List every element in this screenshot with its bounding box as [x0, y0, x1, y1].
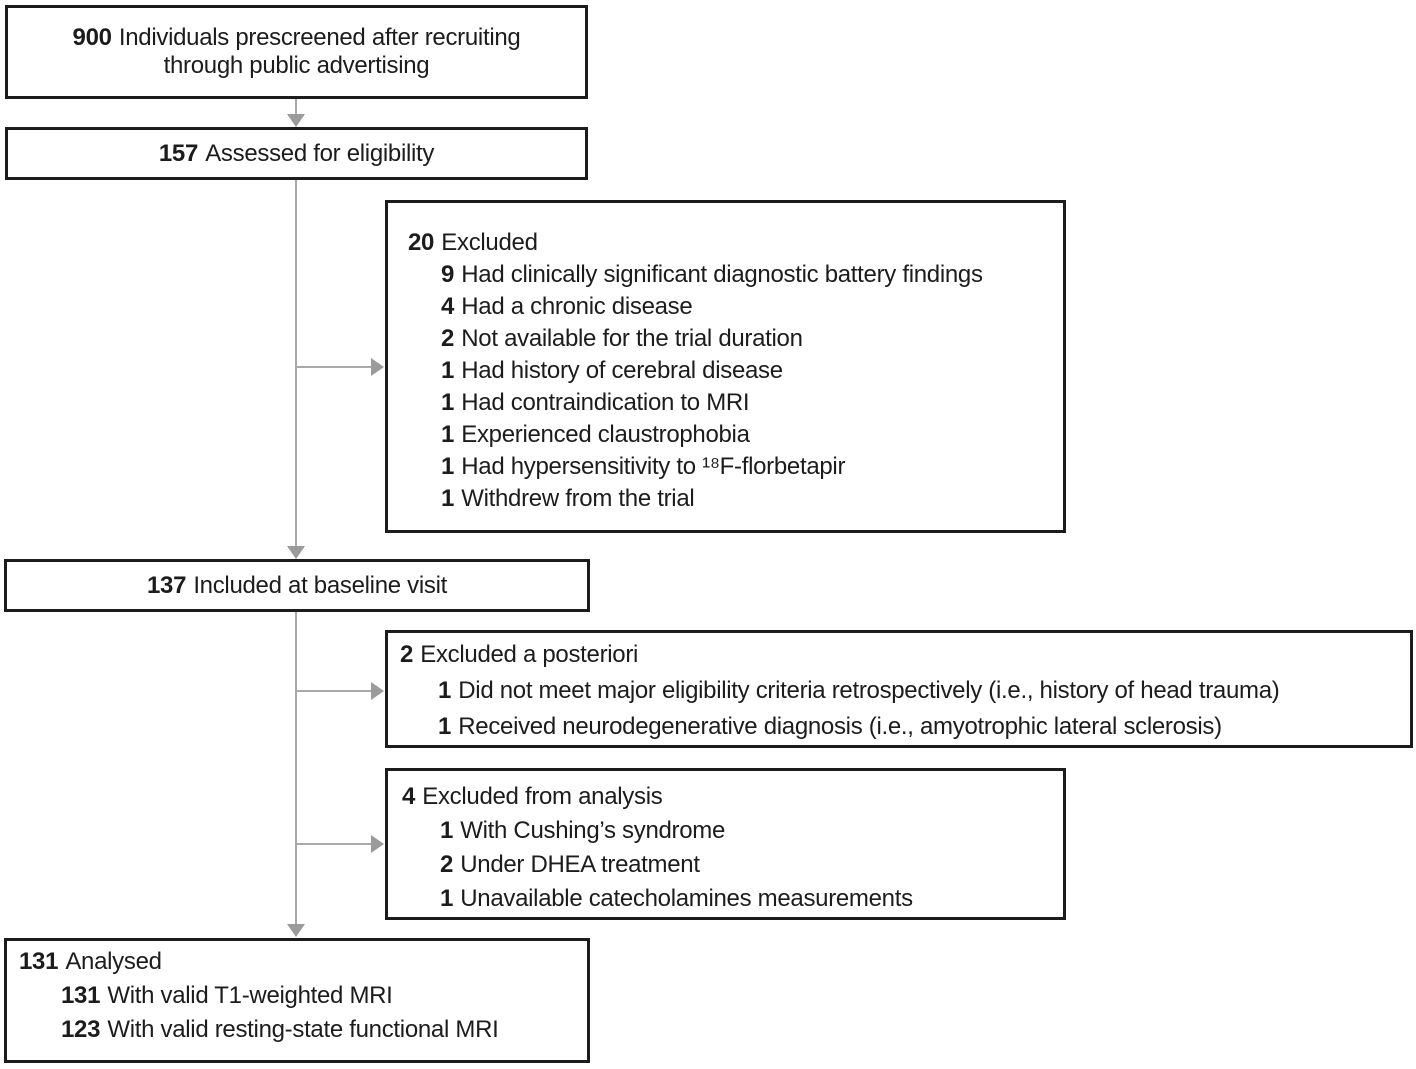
- item-label: Had clinically significant diagnostic ba…: [461, 261, 983, 288]
- excluded-analysis-label: Excluded from analysis: [422, 783, 663, 810]
- prescreened-count: 900: [72, 24, 112, 51]
- item-label: With valid T1-weighted MRI: [107, 982, 393, 1009]
- item-count: 1: [441, 357, 455, 384]
- arrow-prescreened-to-assessed-line: [295, 99, 297, 115]
- branch-excluded-eligibility-line: [296, 366, 372, 368]
- item-label: Experienced claustrophobia: [461, 421, 750, 448]
- item-count: 1: [440, 817, 454, 844]
- item-count: 1: [438, 713, 452, 740]
- arrowhead-down-assessed: [287, 114, 305, 127]
- item-label: Withdrew from the trial: [461, 485, 695, 512]
- analysed-count: 131: [19, 948, 59, 975]
- arrowhead-down-baseline: [287, 546, 305, 559]
- item-label: Under DHEA treatment: [460, 851, 700, 878]
- item-count: 1: [441, 389, 455, 416]
- item-count: 2: [440, 851, 454, 878]
- item-count: 123: [61, 1016, 101, 1043]
- excluded-eligibility-label: Excluded: [441, 229, 538, 256]
- item-count: 1: [441, 421, 455, 448]
- arrowhead-right-excluded-analysis: [371, 835, 384, 853]
- assessed-count: 157: [158, 139, 199, 167]
- item-label: Unavailable catecholamines measurements: [460, 885, 913, 912]
- arrowhead-right-excluded-eligibility: [371, 358, 384, 376]
- item-count: 1: [441, 485, 455, 512]
- item-count: 131: [61, 982, 101, 1009]
- item-label: Not available for the trial duration: [461, 325, 803, 352]
- item-label: With Cushing’s syndrome: [460, 817, 726, 844]
- item-count: 1: [440, 885, 454, 912]
- excluded-posteriori-label: Excluded a posteriori: [420, 641, 639, 668]
- arrow-assessed-to-baseline-line: [295, 180, 297, 546]
- excluded-eligibility-count: 20: [408, 229, 435, 256]
- analysed-label: Analysed: [65, 948, 162, 975]
- item-label: Received neurodegenerative diagnosis (i.…: [458, 713, 1222, 740]
- item-label: Did not meet major eligibility criteria …: [458, 677, 1280, 704]
- item-label: Had contraindication to MRI: [461, 389, 750, 416]
- item-label: Had a chronic disease: [461, 293, 693, 320]
- item-count: 1: [438, 677, 452, 704]
- item-label: With valid resting-state functional MRI: [107, 1016, 499, 1043]
- baseline-label: Included at baseline visit: [193, 571, 448, 599]
- excluded-analysis-count: 4: [402, 783, 416, 810]
- item-label: Had history of cerebral disease: [461, 357, 783, 384]
- arrowhead-down-analysed: [287, 924, 305, 937]
- prescreened-label: Individuals prescreened after recruiting…: [118, 24, 521, 79]
- baseline-count: 137: [146, 571, 187, 599]
- item-count: 1: [441, 453, 455, 480]
- item-count: 9: [441, 261, 455, 288]
- branch-excluded-posteriori-line: [296, 690, 372, 692]
- assessed-label: Assessed for eligibility: [205, 139, 435, 167]
- item-count: 4: [441, 293, 455, 320]
- arrow-baseline-to-analysed-line: [295, 612, 297, 924]
- branch-excluded-analysis-line: [296, 843, 372, 845]
- arrowhead-right-excluded-posteriori: [371, 682, 384, 700]
- item-label: Had hypersensitivity to ¹⁸F-florbetapir: [461, 453, 846, 480]
- item-count: 2: [441, 325, 455, 352]
- excluded-posteriori-count: 2: [400, 641, 414, 668]
